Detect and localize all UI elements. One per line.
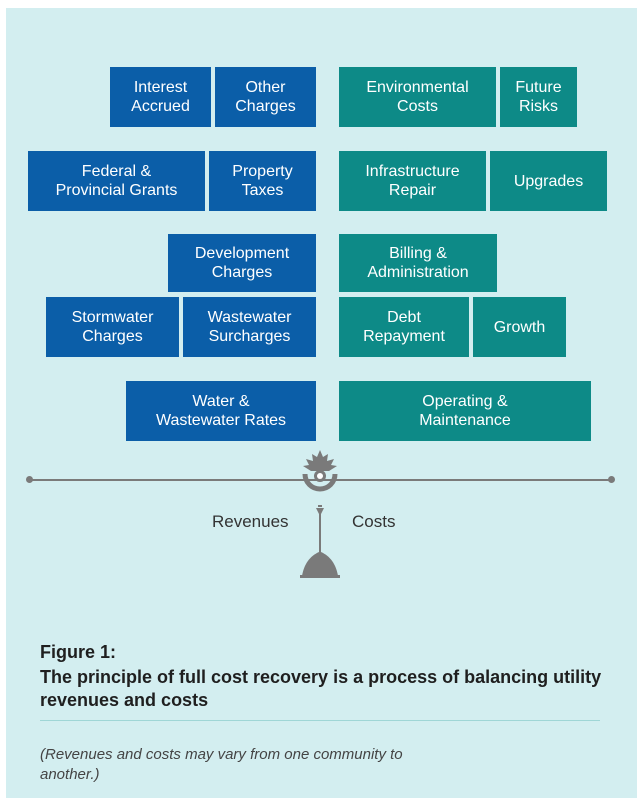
figure-caption: The principle of full cost recovery is a… xyxy=(40,667,602,710)
beam-right-end xyxy=(608,476,615,483)
revenue-interest-accrued: Interest Accrued xyxy=(110,67,211,127)
costs-label: Costs xyxy=(352,512,396,531)
cost-upgrades: Upgrades xyxy=(490,151,607,211)
cost-environmental-costs: Environmental Costs xyxy=(339,67,496,127)
revenue-wastewater-surcharges: Wastewater Surcharges xyxy=(183,297,316,357)
revenue-federal-provincial-grants: Federal & Provincial Grants xyxy=(28,151,205,211)
cost-operating-maintenance: Operating & Maintenance xyxy=(339,381,591,441)
figure-number: Figure 1: xyxy=(40,642,117,662)
beam-left-end xyxy=(26,476,33,483)
cost-future-risks: Future Risks xyxy=(500,67,577,127)
revenue-property-taxes: Property Taxes xyxy=(209,151,316,211)
revenue-development-charges: Development Charges xyxy=(168,234,316,292)
figure-note: (Revenues and costs may vary from one co… xyxy=(40,746,403,783)
maple-leaf-balance-icon xyxy=(300,450,340,578)
caption-divider xyxy=(40,720,600,721)
revenues-label: Revenues xyxy=(212,512,289,531)
revenue-stormwater-charges: Stormwater Charges xyxy=(46,297,179,357)
revenue-other-charges: Other Charges xyxy=(215,67,316,127)
cost-debt-repayment: Debt Repayment xyxy=(339,297,469,357)
cost-growth: Growth xyxy=(473,297,566,357)
cost-billing-administration: Billing & Administration xyxy=(339,234,497,292)
cost-infrastructure-repair: Infrastructure Repair xyxy=(339,151,486,211)
revenue-water-wastewater-rates: Water & Wastewater Rates xyxy=(126,381,316,441)
